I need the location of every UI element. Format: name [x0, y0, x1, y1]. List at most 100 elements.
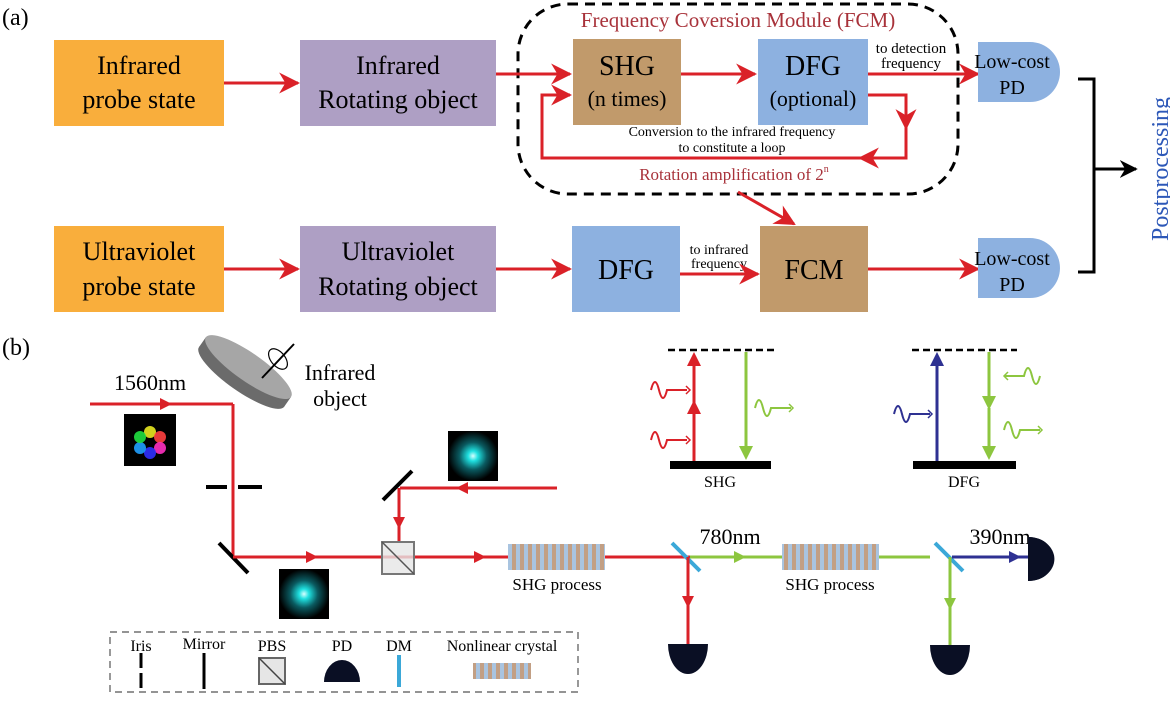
fcm-label: FCM	[784, 255, 843, 286]
pd-connector	[1078, 77, 1096, 274]
legend-label-crystal: Nonlinear crystal	[447, 638, 558, 655]
shg-input-wave-2-tip	[685, 435, 692, 445]
uv-probe-line2: probe state	[82, 272, 195, 301]
to-detection-line1: to detection	[876, 41, 947, 57]
loop-down-arrow	[868, 93, 917, 131]
infrared-object-box	[300, 40, 496, 126]
fcm-title: Frequency Coversion Module (FCM)	[581, 8, 895, 32]
beam-arrow-2	[474, 551, 486, 563]
wavelength-1560: 1560nm	[114, 370, 186, 395]
pd-bottom-line2: PD	[999, 274, 1025, 296]
arrow-module-to-fcm	[737, 190, 796, 226]
shg-output-wave-tip	[788, 403, 795, 413]
dichroic-mirror-1	[670, 541, 702, 573]
infrared-probe-line1: Infrared	[97, 51, 181, 80]
fcm-module-outline	[516, 2, 960, 196]
oam-petals	[134, 426, 166, 459]
photodetector-2	[930, 645, 970, 675]
infrared-object-label-2: object	[313, 386, 367, 411]
uv-object-line2: Rotating object	[318, 272, 478, 301]
dfg-idler-wave-tip	[1002, 371, 1009, 381]
beam-uv-arrow	[1009, 551, 1021, 563]
shg-sublabel: (n times)	[588, 86, 667, 111]
dfg-input-wave	[893, 405, 930, 423]
loop-return-arrow	[540, 84, 862, 160]
to-infrared-line2: frequency	[691, 257, 747, 272]
infrared-probe-box	[54, 40, 224, 126]
photodetector-1	[668, 644, 708, 674]
dfg-ground-level	[913, 461, 1016, 469]
uv-object-line1: Ultraviolet	[342, 237, 455, 266]
wavelength-390: 390nm	[969, 524, 1030, 549]
beam-green-arrow	[734, 551, 746, 563]
nonlinear-crystal-1	[508, 544, 605, 570]
panel-b-label: (b)	[2, 335, 30, 361]
shg-photon-up-2-head	[687, 352, 701, 366]
beam-input-arrow	[160, 398, 172, 410]
beam-arrow-1	[306, 551, 318, 563]
pd-top-line1: Low-cost	[974, 51, 1050, 73]
dfg-idler-wave	[1004, 367, 1041, 385]
dfg-sublabel: (optional)	[770, 86, 857, 111]
infrared-object-line1: Infrared	[356, 51, 440, 80]
beam-red-down-arrow	[682, 596, 694, 608]
dfg-input-wave-tip	[927, 409, 934, 419]
panel-a-label: (a)	[2, 5, 29, 31]
infrared-object-label-1: Infrared	[305, 360, 376, 385]
shg-input-wave-1	[650, 381, 687, 399]
dfg-output-wave	[1003, 421, 1040, 439]
shg-box	[573, 39, 681, 125]
loop-back-arrow	[857, 126, 908, 169]
postprocessing-label: Postprocessing	[1148, 97, 1170, 241]
gaussian-mode-image-1	[279, 569, 329, 619]
wavelength-780: 780nm	[699, 524, 760, 549]
low-cost-pd-top	[978, 42, 1060, 102]
low-cost-pd-bottom	[978, 238, 1060, 298]
dfg-box	[758, 39, 868, 125]
rotation-amplification-label: Rotation amplification of 2n	[639, 164, 829, 184]
pd-top-line2: PD	[999, 77, 1025, 99]
legend-label-pd: PD	[332, 638, 352, 655]
shg-process-label-1: SHG process	[512, 575, 601, 594]
photodetector-3-body	[1028, 537, 1054, 581]
rotation-axis	[261, 343, 295, 379]
energy-shg-label: SHG	[704, 474, 736, 491]
beam-reference-arrow	[456, 482, 468, 494]
beam-green-down-arrow	[944, 598, 956, 610]
dfg-photon-down-2-head	[982, 446, 996, 460]
infrared-probe-line2: probe state	[82, 85, 195, 114]
legend-label-mirror: Mirror	[183, 636, 226, 653]
infrared-object-disk	[198, 335, 292, 409]
energy-dfg-label: DFG	[948, 474, 980, 491]
loop-note-line2: to constitute a loop	[679, 141, 786, 156]
dfg-label: DFG	[785, 51, 841, 82]
dfg-photon-down-1-head	[982, 396, 996, 410]
rotation-icon	[268, 348, 288, 370]
to-detection-line2: frequency	[881, 56, 941, 72]
ultraviolet-probe-box	[54, 226, 224, 312]
infrared-object-line2: Rotating object	[318, 85, 478, 114]
legend-crystal-icon	[473, 663, 531, 679]
shg-ground-level	[670, 461, 771, 469]
legend-box	[109, 631, 579, 693]
shg-photon-up-1-head	[687, 400, 701, 414]
dfg-output-wave-tip	[1037, 425, 1044, 435]
legend-pbs-diagonal	[258, 657, 286, 685]
shg-input-wave-2	[650, 431, 687, 449]
loop-note-line1: Conversion to the infrared frequency	[629, 125, 836, 140]
uv-probe-line1: Ultraviolet	[83, 237, 196, 266]
shg-label: SHG	[599, 51, 655, 82]
shg-output-wave	[754, 399, 791, 417]
fcm-box	[760, 226, 868, 312]
uv-dfg-box	[572, 226, 680, 312]
shg-input-wave-1-tip	[685, 385, 692, 395]
ultraviolet-object-box	[300, 226, 496, 312]
legend-pd-icon	[324, 660, 360, 682]
pd-bottom-line1: Low-cost	[974, 248, 1050, 270]
pbs-diagonal	[381, 541, 415, 575]
legend-label-pbs: PBS	[258, 638, 286, 655]
shg-process-label-2: SHG process	[785, 575, 874, 594]
shg-photon-down-head	[739, 446, 753, 460]
uv-dfg-label: DFG	[598, 255, 654, 286]
